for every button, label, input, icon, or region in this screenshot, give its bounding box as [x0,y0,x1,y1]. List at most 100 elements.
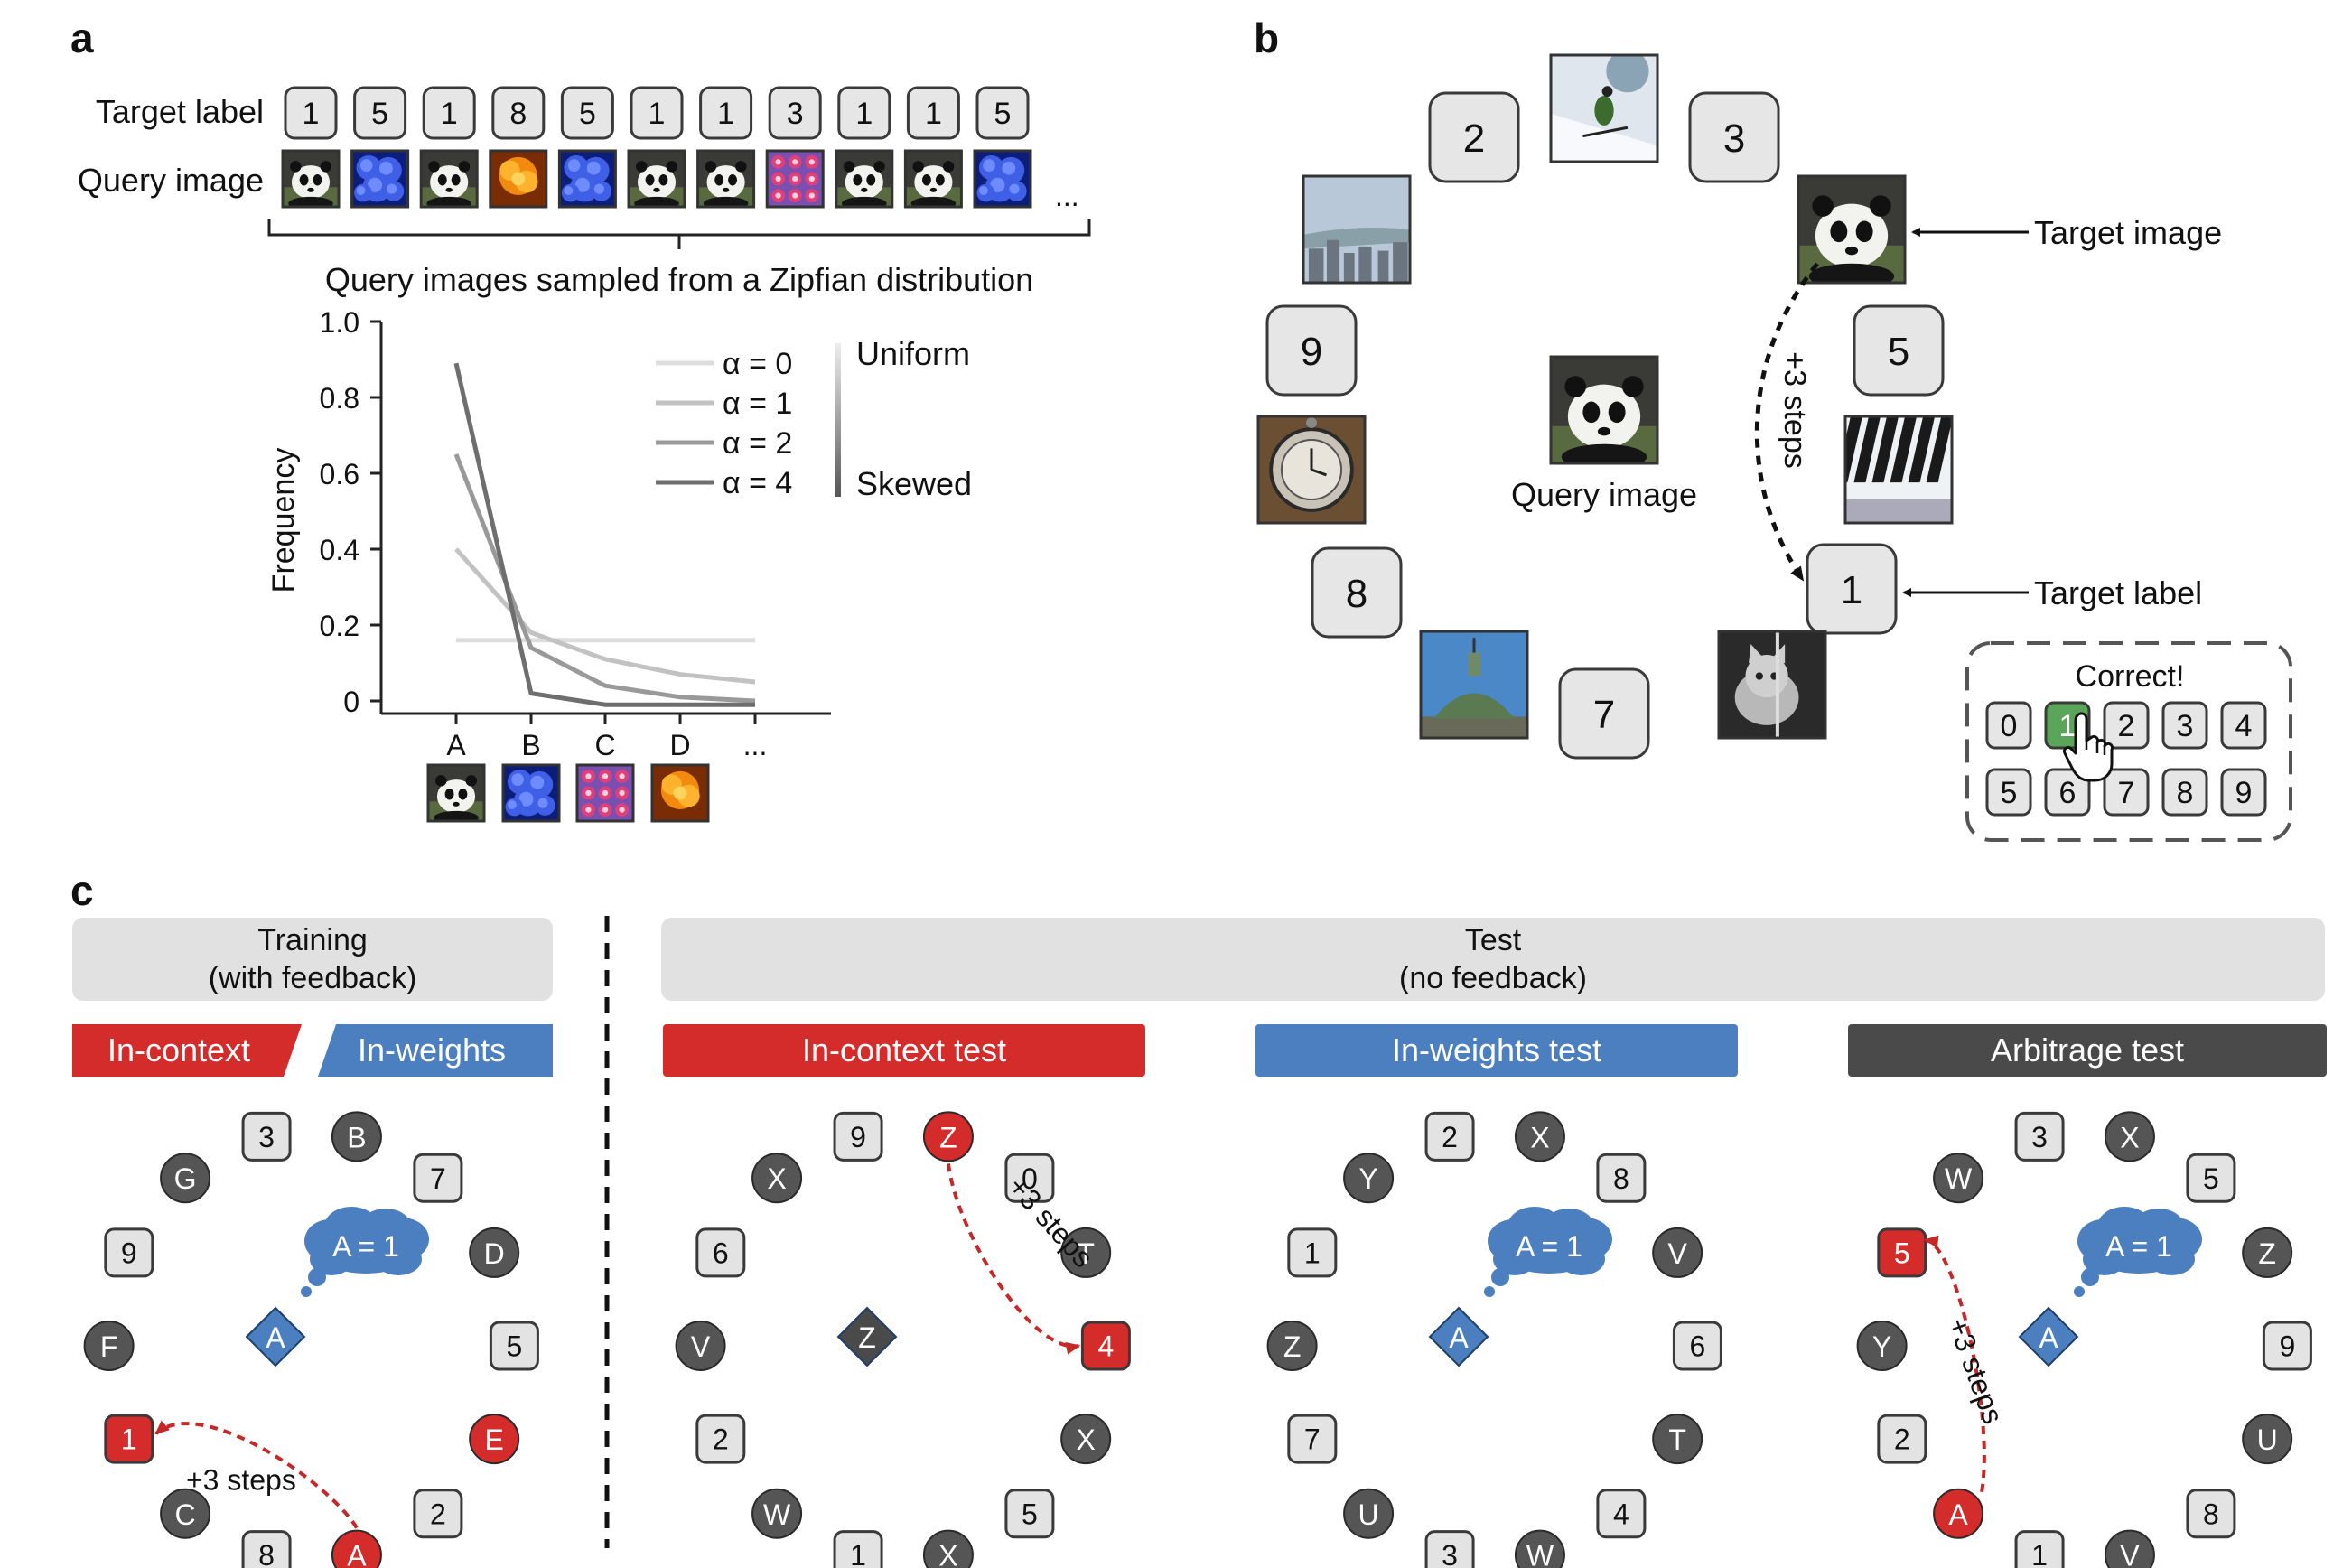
ring-node-square-9-text: 9 [121,1237,137,1269]
series-line-alpha-3 [453,362,755,707]
center-caption: Query image [1511,476,1697,513]
ring-node-square-8: 8 [1596,1153,1647,1203]
ring-node-square-2: 2 [413,1489,463,1539]
ring-skier-image [1549,53,1659,163]
sequence-flower-pink-image [765,149,825,209]
ring-node-square-9-text: 9 [850,1121,866,1153]
ring-city-image [1302,174,1412,285]
ring-node-square-9: 9 [104,1227,154,1278]
sequence-label-box-text: 3 [787,97,804,131]
y-tick-label: 0 [343,686,359,718]
ring-node-square-7-text: 7 [430,1162,446,1195]
in-context-test-header [663,1024,1145,1077]
ring-node-circle-F: F [83,1321,135,1371]
center-diamond: A [245,1306,306,1367]
ring-node-square-1-text: 1 [2031,1539,2048,1568]
ring-node-square-8-text: 8 [1613,1162,1629,1195]
ring-node-square-2: 2 [1424,1111,1475,1162]
keypad-key-3: 3 [2161,701,2208,750]
ring-node-square-2-text: 2 [1442,1121,1458,1153]
center-diamond: A [2018,1306,2079,1367]
y-tick-label: 1.0 [320,306,359,339]
ring-node-square-5: 5 [1004,1489,1055,1539]
thought-cloud: A = 1 [1484,1207,1612,1297]
sequence-label-box: 5 [975,86,1030,140]
sequence-panda-image [696,149,756,209]
ring-node-circle-Z: Z [1266,1321,1318,1371]
x-tick-label: ... [743,729,768,761]
ring-node-text: V [1668,1237,1688,1270]
keypad-key-4-text: 4 [2235,709,2253,743]
in-weights-test-label: In-weights test [1392,1031,1601,1069]
series-lines [453,362,756,707]
ring-node-text: Y [1358,1162,1377,1195]
ring-node-text: E [485,1423,504,1456]
y-axis-label: Frequency [266,448,301,593]
in-weights-tab [318,1024,553,1077]
ring-node-text: V [691,1330,711,1363]
ring-node-circle-B: B [331,1111,382,1162]
sampling-brace [267,219,1091,249]
y-ticks: 00.20.40.60.81.0 [320,306,381,718]
ring-node-circle-Y: Y [1856,1321,1908,1371]
keypad-key-6-text: 6 [2059,776,2077,810]
sequence-label-box: 1 [906,86,960,140]
query-image-heading: Query image [78,162,264,199]
sequence-flower-orange-image [489,149,548,209]
target-label-label: Target label [2034,574,2202,611]
ring-node-square-5-text: 5 [1022,1498,1038,1530]
panel-b-letter: b [1254,14,1279,61]
sequence-panda-image [903,149,963,209]
ring-node-square-5-text: 5 [507,1330,523,1363]
ring-node-square-6-text: 6 [1690,1330,1706,1363]
y-tick-label: 0.2 [320,610,359,642]
keypad-key-5: 5 [1985,768,2032,817]
category-flower-orange-image [650,763,710,823]
ring-node-text: W [1526,1540,1554,1568]
ring-node-square-1: 1 [2014,1530,2065,1568]
ring-node-circle-U: U [1343,1488,1395,1539]
ring-node-square-3-text: 3 [2031,1121,2048,1153]
thought-cloud-text: A = 1 [332,1230,399,1263]
ring-node-square-1-text: 1 [121,1423,137,1456]
ring-node-text: U [1358,1498,1379,1531]
ring-label-2-text: 2 [1463,117,1485,161]
category-images [426,763,710,823]
category-flower-blue-image [501,763,561,823]
ring-node-circle-V: V [1652,1227,1703,1278]
ring-node-square-3: 3 [2014,1111,2065,1162]
ring-label-2: 2 [1428,91,1520,183]
ring-node-square-7: 7 [413,1153,463,1203]
ring-node-text: Z [1283,1330,1302,1363]
ring-node-text: A [347,1540,367,1568]
keypad-key-2-text: 2 [2118,709,2135,743]
sequence-label-box: 1 [630,86,684,140]
ring-node-circle-W: W [751,1488,803,1539]
panel-c: c Training (with feedback) Test (no feed… [70,867,2327,1568]
ring-label-8-text: 8 [1346,572,1367,616]
ring-node-circle-T: T [1060,1227,1112,1278]
sequence-flower-blue-image [350,149,410,209]
ring-node-square-1: 1 [104,1414,154,1464]
ring-node-text: T [1668,1423,1686,1456]
keypad-key-7: 7 [2103,768,2150,817]
sequence-ellipsis: ... [1055,180,1079,212]
ring-label-7: 7 [1558,667,1650,760]
sequence-label-box-text: 5 [371,97,388,131]
ring-node-text: T [1077,1237,1095,1270]
ring-node-square-9: 9 [2262,1321,2312,1371]
sequence-panda-image [627,149,686,209]
ring-node-circle-D: D [469,1227,520,1278]
ring-node-square-2-text: 2 [713,1423,729,1456]
ring-node-circle-Y: Y [1343,1153,1395,1204]
ring-node-square-2-text: 2 [430,1498,446,1530]
ring-node-text: Z [2258,1237,2276,1270]
ring-node-circle-A: A [331,1529,382,1568]
pointer-hand-icon [2063,712,2114,782]
sequence-label-box: 5 [353,86,407,140]
keypad-key-4: 4 [2220,701,2267,750]
ring-node-text: X [1077,1423,1096,1456]
in-context-tab [72,1024,302,1077]
